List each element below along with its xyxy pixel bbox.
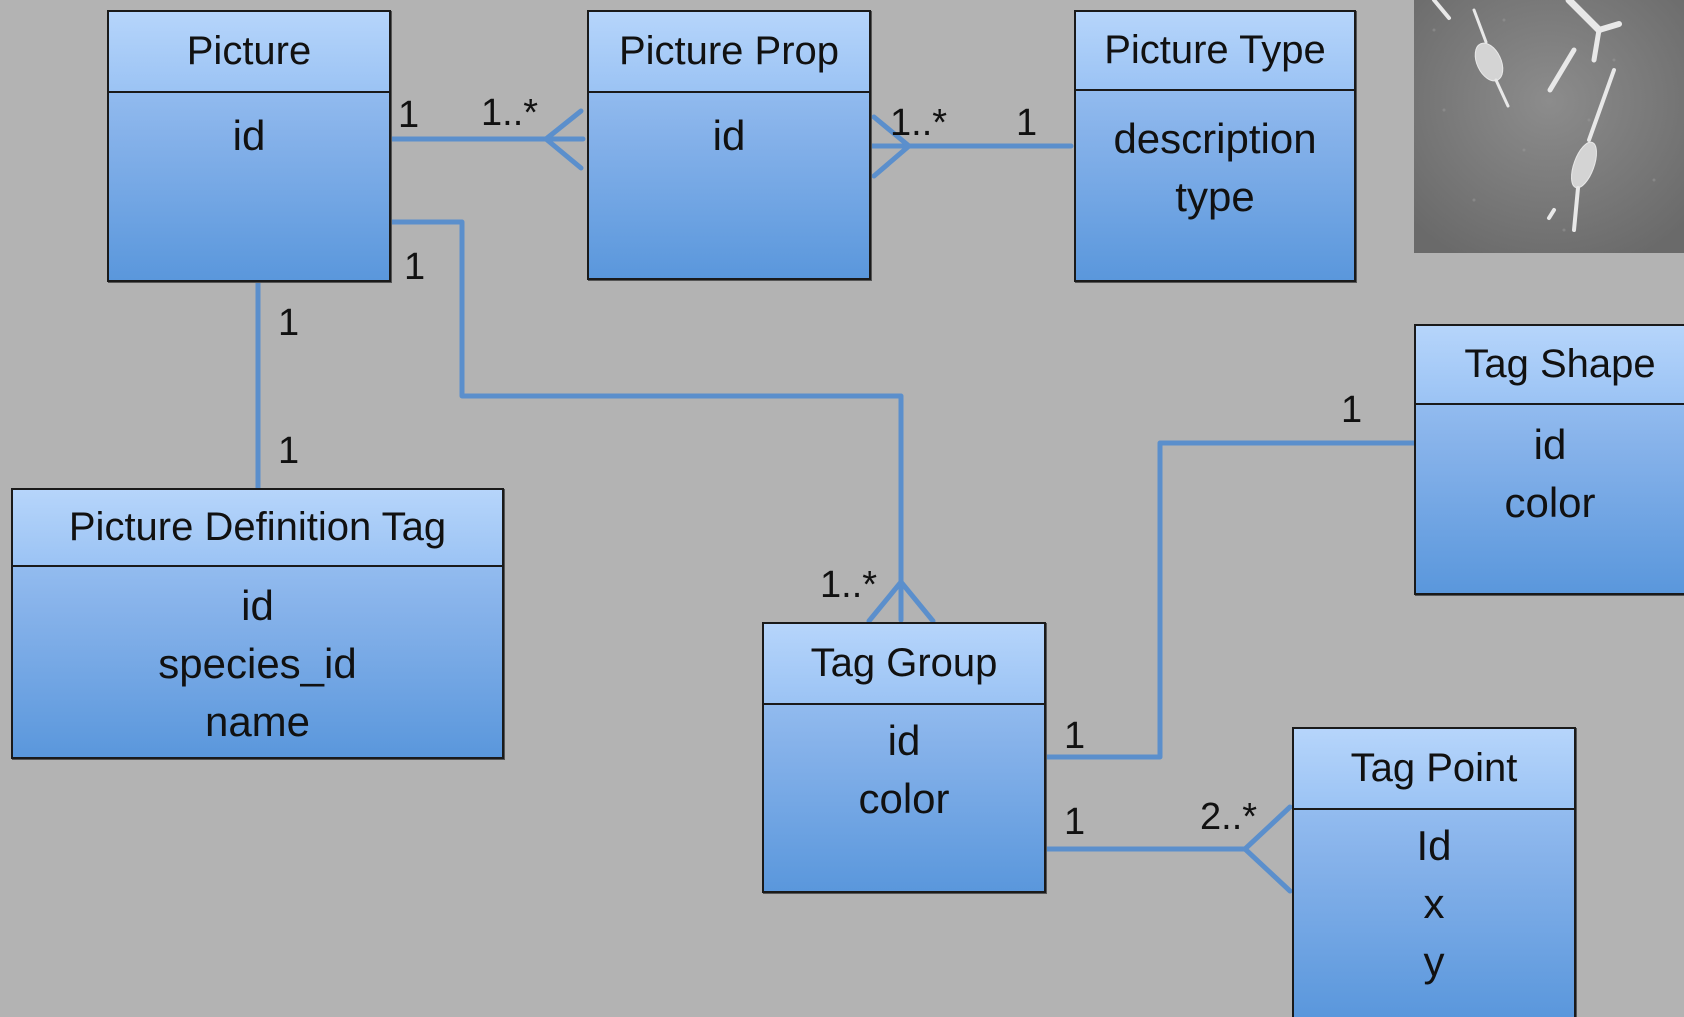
multiplicity-label: 1 — [278, 430, 300, 472]
attribute-list: id — [109, 107, 389, 165]
connector-group-shape — [1043, 440, 1417, 760]
multiplicity-label: 1 — [278, 302, 300, 344]
entity-title: Tag Group — [764, 624, 1044, 705]
connector-picture-group — [385, 219, 904, 623]
entity-title: Picture Type — [1076, 12, 1354, 91]
attribute: color — [1504, 479, 1596, 526]
attribute: description — [1113, 115, 1317, 162]
entity-tag-group[interactable]: Tag Group id color — [762, 622, 1046, 893]
attribute: id — [1533, 421, 1567, 468]
entity-title: Tag Point — [1294, 729, 1574, 810]
attribute: color — [858, 775, 950, 822]
entity-tag-point[interactable]: Tag Point Id x y — [1292, 727, 1576, 1017]
multiplicity-label: 1 — [1016, 102, 1038, 144]
crowsfoot-prop-type — [871, 114, 912, 179]
attribute: y — [1423, 938, 1445, 985]
multiplicity-label: 1 — [1341, 389, 1363, 431]
multiplicity-label: 1..* — [481, 92, 539, 134]
attribute: id — [712, 112, 746, 159]
attribute-list: id species_id name — [13, 577, 502, 751]
entity-title: Tag Shape — [1416, 326, 1684, 405]
multiplicity-label: 1 — [1064, 801, 1086, 843]
attribute-list: id color — [1416, 416, 1684, 532]
multiplicity-label: 1..* — [820, 564, 878, 606]
entity-tag-shape[interactable]: Tag Shape id color — [1414, 324, 1684, 595]
crowsfoot-group — [866, 579, 936, 624]
entity-title: Picture Prop — [589, 12, 869, 93]
crowsfoot-prop — [543, 108, 584, 171]
entity-picture-prop[interactable]: Picture Prop id — [587, 10, 871, 280]
attribute: id — [232, 112, 266, 159]
attribute: x — [1423, 880, 1445, 927]
attribute-list: Id x y — [1294, 817, 1574, 991]
multiplicity-label: 2..* — [1200, 796, 1258, 838]
attribute: name — [204, 698, 311, 745]
cells-image-icon — [1414, 0, 1684, 253]
multiplicity-label: 1 — [404, 246, 426, 288]
entity-title: Picture Definition Tag — [13, 490, 502, 567]
multiplicity-label: 1..* — [890, 102, 948, 144]
entity-picture-type[interactable]: Picture Type description type — [1074, 10, 1356, 282]
attribute: type — [1175, 173, 1255, 220]
entity-title: Picture — [109, 12, 389, 93]
attribute-list: id — [589, 107, 869, 165]
entity-picture[interactable]: Picture id — [107, 10, 391, 282]
attribute: species_id — [158, 640, 357, 687]
entity-picture-definition-tag[interactable]: Picture Definition Tag id species_id nam… — [11, 488, 504, 759]
connector-layer — [255, 108, 1417, 894]
microscope-cells-photo — [1414, 0, 1684, 253]
multiplicity-label: 1 — [398, 94, 420, 136]
multiplicity-label: 1 — [1064, 715, 1086, 757]
attribute: Id — [1416, 822, 1452, 869]
attribute: id — [887, 717, 921, 764]
crowsfoot-point — [1242, 804, 1293, 894]
attribute: id — [241, 582, 274, 629]
attribute-list: id color — [764, 712, 1044, 828]
attribute-list: description type — [1076, 110, 1354, 226]
